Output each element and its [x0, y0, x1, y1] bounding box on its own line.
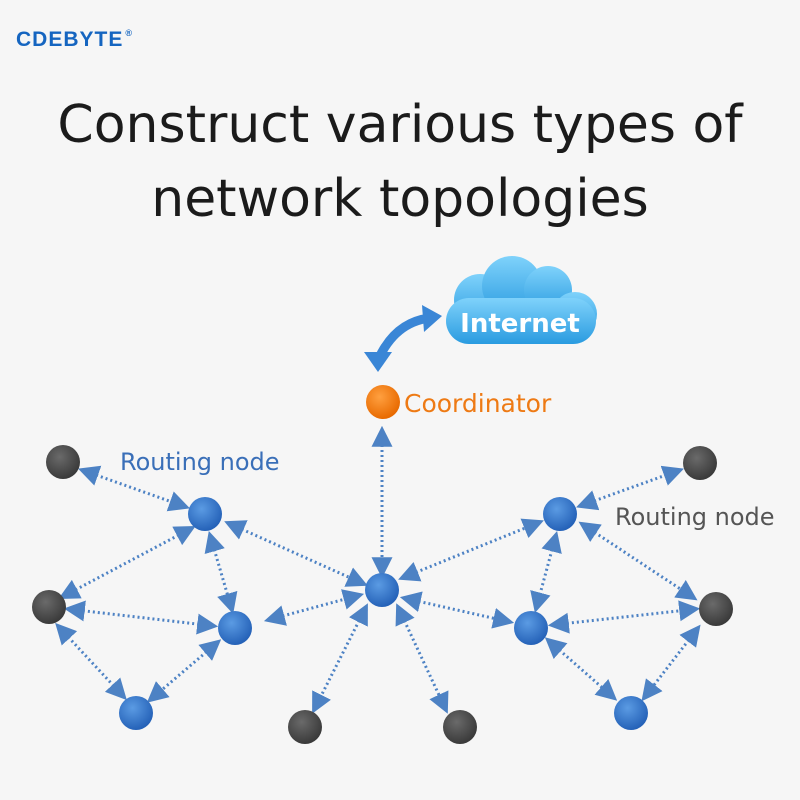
end-device-node: [32, 590, 66, 624]
routing-node-label-right: Routing node: [615, 503, 775, 531]
link: [78, 465, 190, 512]
internet-cloud: Internet: [446, 256, 597, 344]
link: [58, 526, 196, 599]
router-node: [365, 573, 399, 607]
title-line-2: network topologies: [151, 169, 649, 229]
link: [544, 637, 618, 701]
page-title: Construct various types of network topol…: [0, 88, 800, 236]
router-node: [119, 696, 153, 730]
end-device-node: [288, 710, 322, 744]
brand-name: CDEBYTE: [16, 28, 124, 51]
link: [578, 521, 698, 601]
coordinator-node: [366, 385, 400, 419]
link: [312, 603, 368, 714]
link: [395, 603, 449, 714]
router-node: [188, 497, 222, 531]
network-links: [55, 425, 701, 714]
link: [204, 530, 238, 615]
link: [146, 639, 222, 703]
router-node: [614, 696, 648, 730]
brand-mark: ®: [125, 28, 133, 38]
link: [224, 520, 368, 587]
link: [576, 465, 684, 511]
routing-node-label-left: Routing node: [120, 448, 280, 476]
router-node: [514, 611, 548, 645]
link: [263, 589, 365, 626]
link: [641, 624, 701, 702]
internet-label: Internet: [460, 309, 580, 339]
router-node: [218, 611, 252, 645]
router-node: [543, 497, 577, 531]
link: [55, 622, 127, 701]
link: [530, 530, 562, 614]
coordinator-label: Coordinator: [404, 389, 552, 418]
link: [398, 518, 544, 582]
brand-logo: CDEBYTE®: [16, 28, 133, 52]
end-device-node: [443, 710, 477, 744]
network-nodes: [32, 385, 733, 744]
link: [63, 600, 219, 635]
link: [399, 591, 515, 629]
cloud-arrow-head-top: [422, 305, 442, 332]
cloud-arrow-head-bottom: [364, 352, 392, 372]
end-device-node: [699, 592, 733, 626]
title-line-1: Construct various types of: [57, 95, 743, 155]
end-device-node: [46, 445, 80, 479]
end-device-node: [683, 446, 717, 480]
link: [547, 600, 701, 634]
